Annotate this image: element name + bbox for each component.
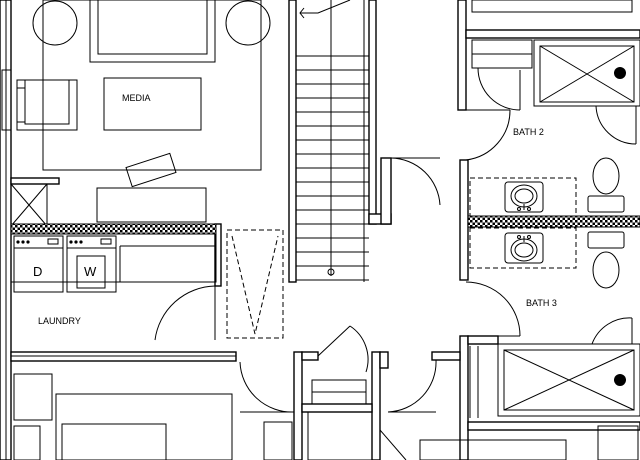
vanity-bath3 <box>469 227 577 269</box>
laundry-door <box>154 285 216 341</box>
closet-door-lower <box>379 429 407 460</box>
wall-bath-top <box>465 29 640 39</box>
wall-bath-left-bottom <box>459 335 469 460</box>
stair-treads <box>296 0 369 282</box>
bath-divider-hatch <box>467 215 640 228</box>
bedroom-door-right <box>387 359 437 413</box>
shower2-door <box>595 105 637 145</box>
wall-right-lower <box>379 351 389 369</box>
laundry-cabinet <box>10 183 48 227</box>
bedroom-left-furniture <box>13 373 373 460</box>
wall-stair-right <box>368 0 377 225</box>
toilet-bath3 <box>587 231 625 289</box>
wall-laundry-right <box>214 223 222 287</box>
bath3-door <box>465 281 521 337</box>
wall-hall-closet-mid <box>301 403 373 413</box>
closet-door-hall <box>311 325 369 405</box>
tv <box>125 152 177 188</box>
shower3-door <box>591 317 633 345</box>
wall-hall-right <box>371 351 381 460</box>
wall-bath-left-mid <box>459 159 469 281</box>
bath3-lower-door <box>469 346 479 418</box>
laundry-counter-hatch <box>10 223 217 235</box>
laundry-counter <box>10 233 217 283</box>
room-label-bath3: BATH 3 <box>526 298 557 308</box>
room-label-bath2: BATH 2 <box>513 127 544 137</box>
wall-stair-mid <box>380 157 392 225</box>
dryer: D <box>13 235 64 293</box>
bedroom-right-furniture <box>419 425 639 460</box>
bath2-closet-door <box>477 67 521 111</box>
wall-right-lower-2 <box>431 351 461 361</box>
wall-bath-left-top <box>457 0 467 111</box>
room-label-laundry: LAUNDRY <box>38 316 81 326</box>
attic-hatch <box>226 229 284 339</box>
room-label-media: MEDIA <box>122 93 151 103</box>
wall-left <box>0 0 12 460</box>
wall-hall-closet-top <box>301 351 319 361</box>
bath2-closet <box>471 0 633 69</box>
wall-bath3-bottom <box>467 335 499 345</box>
washer: W <box>66 235 117 293</box>
hall-door <box>390 157 441 206</box>
armchair <box>16 79 78 131</box>
bath2-door <box>465 109 511 161</box>
washer-label: W <box>84 264 97 279</box>
media-table <box>103 77 202 131</box>
shower-bath2 <box>533 39 640 107</box>
vanity-bath2 <box>469 177 577 217</box>
wall-left-window <box>1 69 12 131</box>
media-rug <box>42 0 262 171</box>
stair-arrow-icon <box>299 0 351 19</box>
wall-laundry-top <box>10 177 60 185</box>
wall-bath3-lower <box>467 421 640 431</box>
sofa <box>32 0 271 63</box>
shower-bath3 <box>497 343 640 417</box>
wall-stair-left <box>288 0 297 283</box>
bedroom-door-left <box>239 361 295 413</box>
tv-console <box>96 187 207 223</box>
dryer-label: D <box>33 264 42 279</box>
wall-hall-left <box>293 351 303 460</box>
toilet-bath2 <box>587 157 625 213</box>
